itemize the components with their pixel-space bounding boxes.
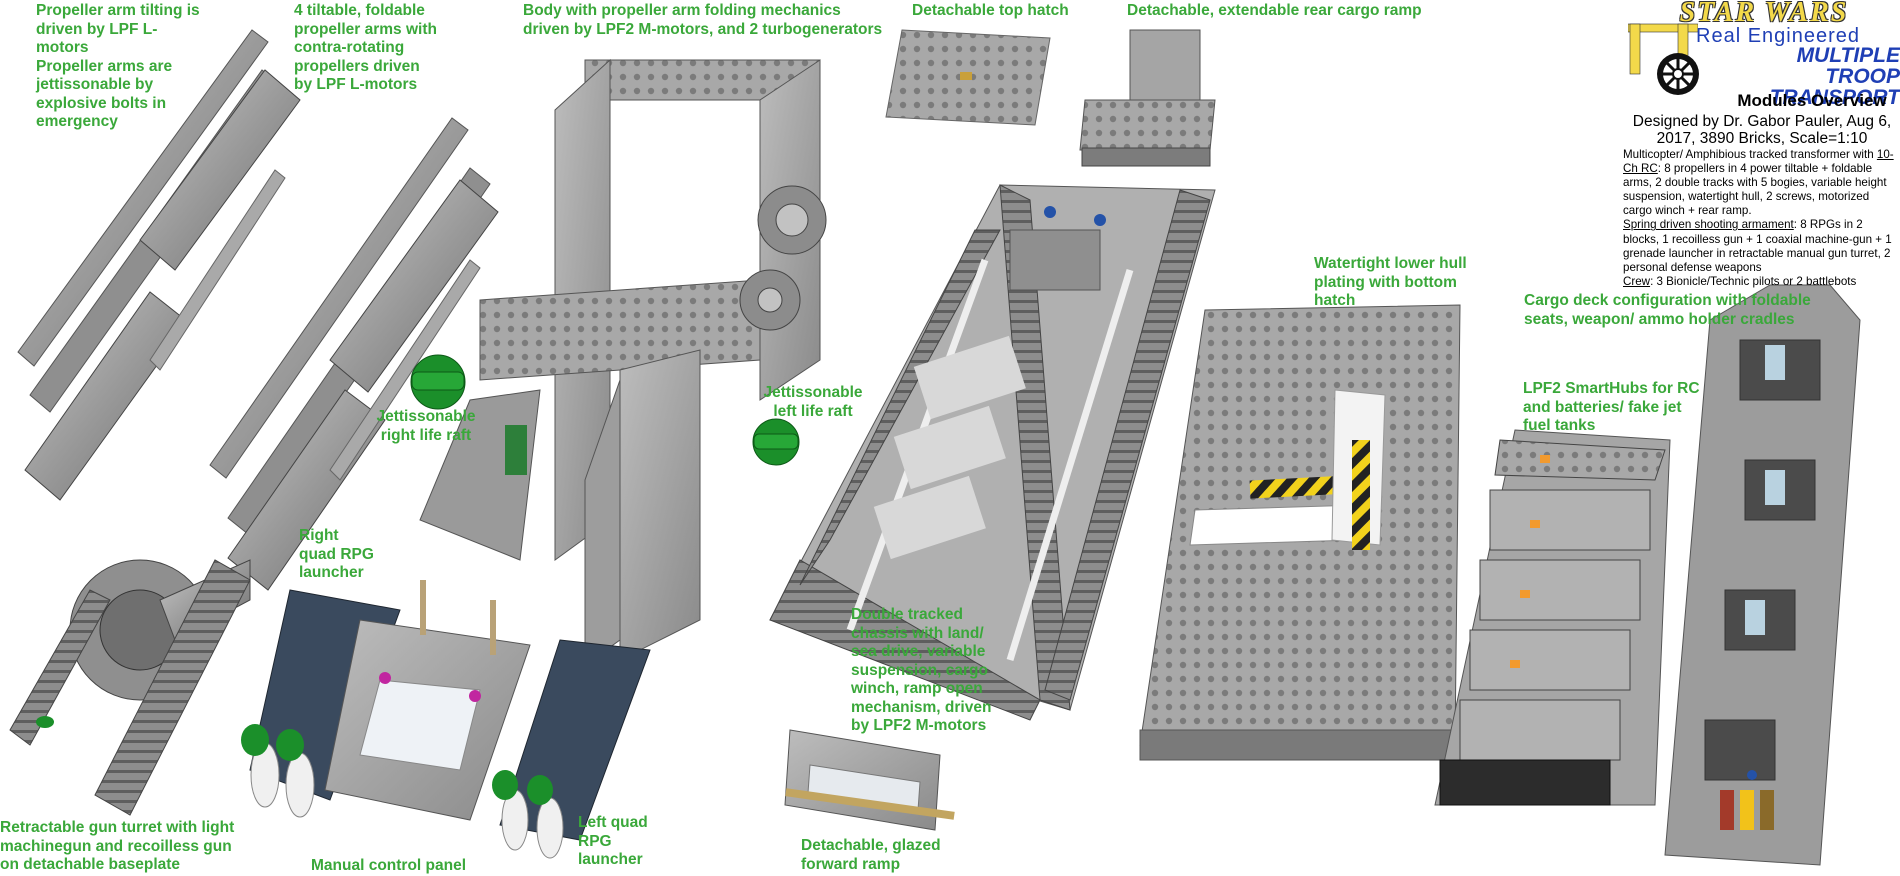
label-control-panel: Manual control panel	[311, 857, 467, 874]
star-wars-logo: STAR WARS	[1679, 0, 1849, 28]
desc-rc-heading: 10-Ch RC	[1623, 148, 1894, 176]
left-rpg-launcher-module	[492, 639, 651, 859]
top-hatch-module	[885, 29, 1051, 126]
imperial-emblem-icon	[1657, 53, 1699, 95]
desc-intro: Multicopter/ Amphibious tracked transfor…	[1623, 148, 1877, 161]
desc-crew-text: : 3 Bionicle/Technic pilots or 2 battleb…	[1650, 274, 1857, 288]
desc-armament-text: : 8 RPGs in 2 blocks, 1 recoilless gun +…	[1623, 218, 1892, 274]
label-propeller-tilt: Propeller arm tilting is driven by LPF L…	[36, 2, 200, 130]
left-life-raft	[752, 418, 800, 466]
cargo-deck-module	[1664, 284, 1861, 866]
propeller-arm-left-inner	[209, 117, 499, 591]
label-top-hatch: Detachable top hatch	[912, 2, 1069, 19]
caliper-icon	[1628, 23, 1698, 75]
label-body: Body with propeller arm folding mechanic…	[523, 2, 883, 38]
label-left-rpg-launcher: Left quad RPG launcher	[578, 814, 648, 868]
label-right-life-raft: Jettissonable right life raft	[376, 408, 476, 444]
smarthub-stack-module	[1434, 429, 1671, 806]
designer-credit: Designed by Dr. Gabor Pauler, Aug 6, 201…	[1632, 113, 1892, 147]
label-tracked-chassis: Double tracked chassis with land/ sea dr…	[851, 606, 992, 734]
right-life-raft	[410, 354, 466, 410]
label-cargo-deck: Cargo deck configuration with foldable s…	[1524, 292, 1811, 328]
label-smarthubs: LPF2 SmartHubs for RC and batteries/ fak…	[1523, 380, 1700, 434]
lower-hull-module	[1139, 304, 1461, 761]
desc-crew-heading: Crew	[1623, 274, 1651, 288]
model-name: MULTIPLE TROOP TRANSPORT	[1769, 44, 1900, 109]
desc-rc-text: : 8 propellers in 4 power tiltable + fol…	[1623, 162, 1887, 218]
rear-cargo-ramp-module	[1079, 29, 1216, 167]
label-rear-cargo-ramp: Detachable, extendable rear cargo ramp	[1127, 2, 1422, 19]
manual-control-panel-module	[324, 580, 531, 821]
label-forward-ramp: Detachable, glazed forward ramp	[801, 837, 941, 873]
title-block: STAR WARS Real Engineered MULTIPLE TROOP…	[1622, 0, 1900, 300]
label-left-life-raft: Jettissonable left life raft	[763, 384, 863, 420]
label-propeller-arms: 4 tiltable, foldable propeller arms with…	[294, 2, 437, 93]
forward-ramp-module	[784, 729, 955, 831]
model-description: Multicopter/ Amphibious tracked transfor…	[1623, 148, 1900, 289]
real-engineered-subtitle: Real Engineered	[1696, 25, 1860, 47]
desc-armament-heading: Spring driven shooting armament	[1623, 218, 1794, 232]
body-module	[419, 58, 827, 666]
label-gun-turret: Retractable gun turret with light machin…	[0, 819, 235, 873]
label-lower-hull: Watertight lower hull plating with botto…	[1314, 255, 1467, 309]
label-right-rpg-launcher: Right quad RPG launcher	[299, 527, 374, 581]
tracked-chassis-module	[769, 184, 1216, 721]
gun-turret-module	[9, 559, 251, 816]
propeller-arm-left-outer	[17, 29, 301, 501]
section-title: Modules Overview	[1737, 91, 1887, 110]
